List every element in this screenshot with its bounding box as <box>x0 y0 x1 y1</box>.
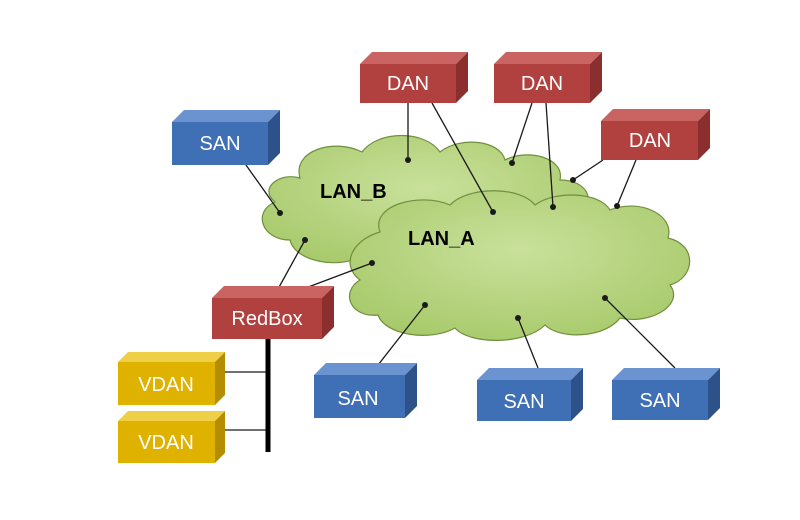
dan-node-front <box>494 64 590 103</box>
redbox-node-front <box>212 298 322 339</box>
vdan-node-side <box>215 352 225 405</box>
link-san-lanb <box>245 164 281 214</box>
link-redbox-lana <box>302 262 373 290</box>
dan-node-side <box>698 109 710 160</box>
san-node-bottom-3: SAN <box>612 368 720 420</box>
dot <box>369 260 375 266</box>
dan-node-top <box>360 52 468 64</box>
link-dan3-lana <box>616 159 637 207</box>
san-node-front <box>172 122 268 165</box>
link-redbox-lanb <box>277 239 306 290</box>
san-node-top <box>477 368 583 380</box>
san-node-side <box>708 368 720 420</box>
san-label: SAN <box>639 390 680 412</box>
san-node-side <box>405 363 417 418</box>
link-dan2-lana <box>545 102 554 208</box>
link-dan2-lanb <box>511 102 533 164</box>
dot <box>405 157 411 163</box>
dan-node-side <box>590 52 602 103</box>
lan-a-cloud: LAN_A <box>348 190 691 341</box>
dot <box>509 160 515 166</box>
link-san3-lana <box>604 297 676 369</box>
dan-node-top <box>494 52 602 64</box>
dot <box>490 209 496 215</box>
san-node-top-left: SAN <box>172 110 280 165</box>
link-san1-lana <box>377 304 426 366</box>
lan-a-label: LAN_A <box>408 228 475 250</box>
redbox-node-top <box>212 286 334 298</box>
vdan-label: VDAN <box>138 374 194 396</box>
dan-node-front <box>601 121 698 160</box>
dan-node-3: DAN <box>601 109 710 160</box>
dot <box>302 237 308 243</box>
dan-node-front <box>360 64 456 103</box>
san-node-side <box>571 368 583 421</box>
lan-a-cloud-shape <box>348 190 691 341</box>
san-node-bottom-2: SAN <box>477 368 583 421</box>
dot <box>422 302 428 308</box>
redbox-node: RedBox <box>212 286 334 339</box>
link-dan1-lana <box>431 102 494 213</box>
vdan-node-2: VDAN <box>118 411 225 463</box>
san-node-top <box>172 110 280 122</box>
san-node-front <box>612 380 708 420</box>
san-label: SAN <box>199 133 240 155</box>
redbox-label: RedBox <box>231 308 302 330</box>
vdan-node-side <box>215 411 225 463</box>
dot <box>515 315 521 321</box>
san-label: SAN <box>337 388 378 410</box>
redbox-node-side <box>322 286 334 339</box>
link-dan3-lanb <box>572 159 604 181</box>
dan-label: DAN <box>521 73 563 95</box>
vdan-node-1: VDAN <box>118 352 225 405</box>
links <box>223 102 676 431</box>
san-node-front <box>314 375 405 418</box>
dot <box>570 177 576 183</box>
dot <box>277 210 283 216</box>
san-label: SAN <box>503 391 544 413</box>
dan-node-top <box>601 109 710 121</box>
connection-dots <box>277 157 620 321</box>
san-node-top <box>612 368 720 380</box>
dan-node-1: DAN <box>360 52 468 103</box>
dot <box>550 204 556 210</box>
san-node-top <box>314 363 417 375</box>
san-node-front <box>477 380 571 421</box>
link-san2-lana <box>517 317 539 369</box>
vdan-node-top <box>118 411 225 421</box>
san-node-bottom-1: SAN <box>314 363 417 418</box>
vdan-node-front <box>118 362 215 405</box>
dan-label: DAN <box>387 73 429 95</box>
dan-node-side <box>456 52 468 103</box>
lan-b-label: LAN_B <box>320 181 387 203</box>
dan-label: DAN <box>629 130 671 152</box>
vdan-node-front <box>118 421 215 463</box>
san-node-side <box>268 110 280 165</box>
vdan-label: VDAN <box>138 432 194 454</box>
dot <box>602 295 608 301</box>
dan-node-2: DAN <box>494 52 602 103</box>
dot <box>614 203 620 209</box>
vdan-node-top <box>118 352 225 362</box>
